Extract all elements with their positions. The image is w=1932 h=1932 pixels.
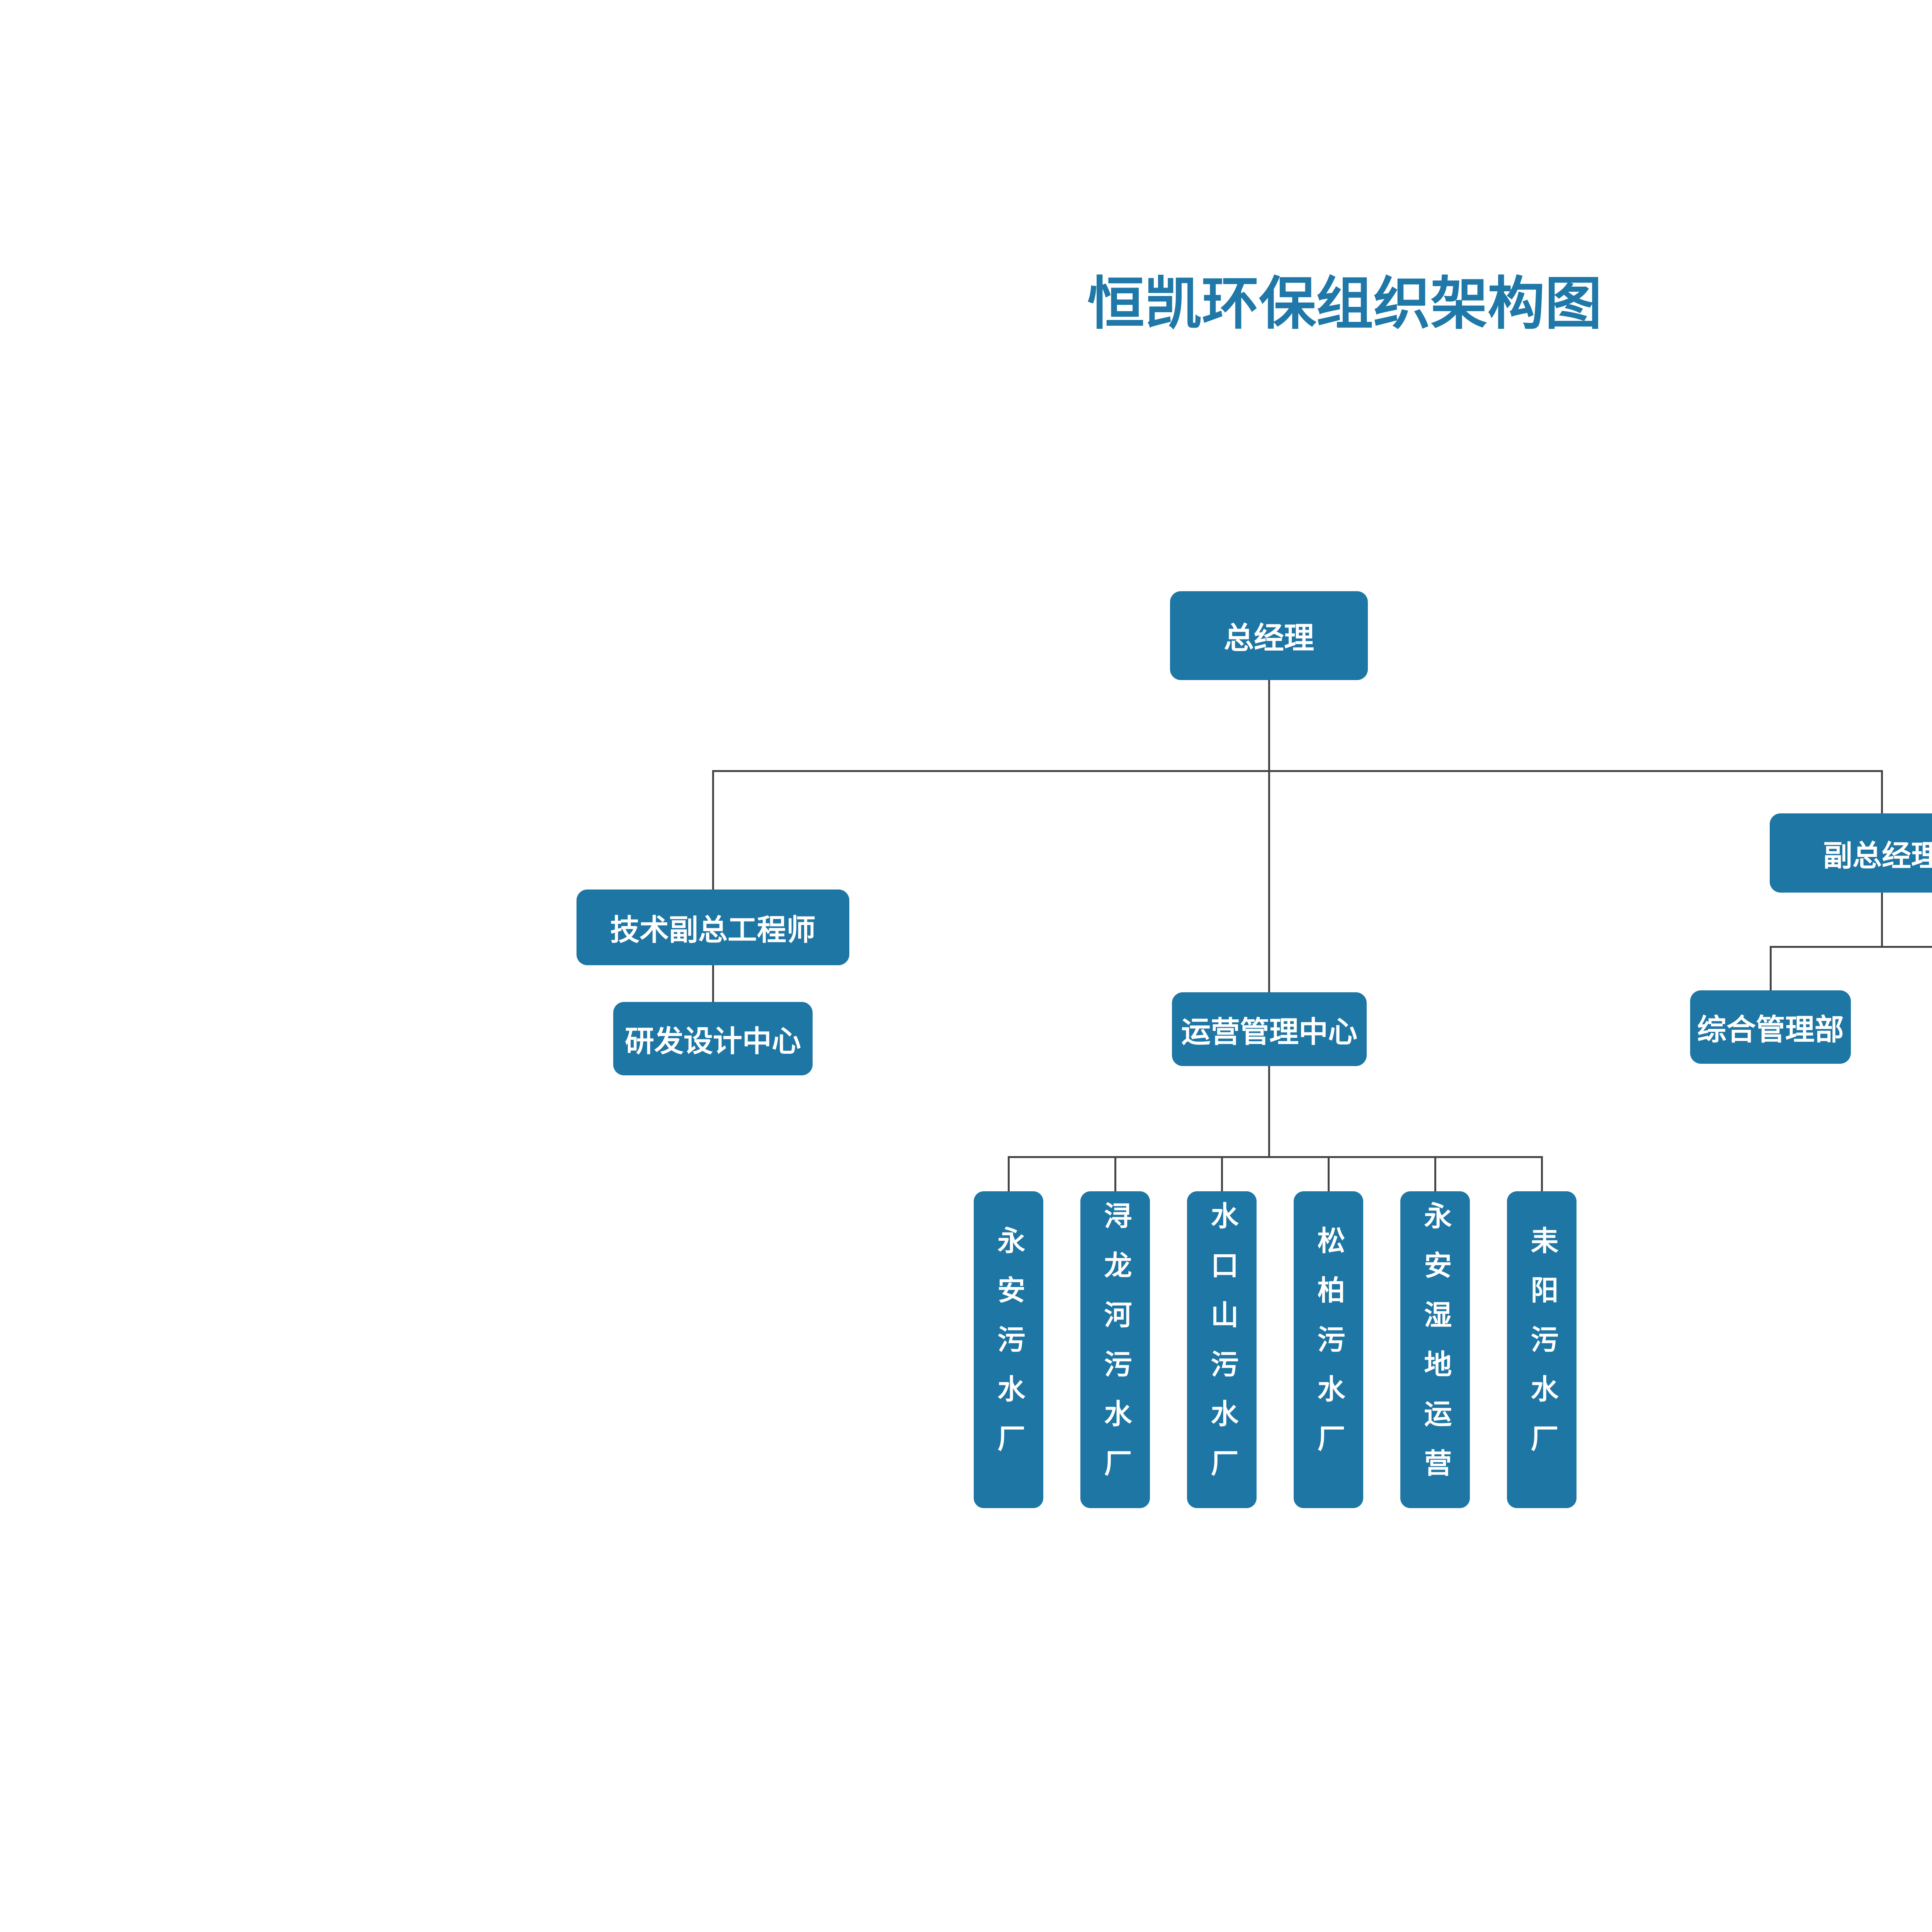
org-node-deputy-general-manager[interactable]: 副总经理 — [1770, 813, 1932, 893]
org-node-label: 松柏污水厂 — [1313, 1226, 1344, 1473]
org-node-operations-management-center[interactable]: 运营管理中心 — [1172, 992, 1367, 1066]
org-node-rd-design-center[interactable]: 研发设计中心 — [613, 1002, 813, 1075]
connector-center-drop — [1268, 771, 1270, 992]
org-node-leiyang-sewage-plant[interactable]: 耒阳污水厂 — [1507, 1191, 1577, 1508]
connector-admin-drop — [1770, 947, 1772, 990]
org-node-songbai-sewage-plant[interactable]: 松柏污水厂 — [1294, 1191, 1363, 1508]
org-node-xunlonghe-sewage-plant[interactable]: 浔龙河污水厂 — [1080, 1191, 1150, 1508]
org-node-label: 技术副总工程师 — [610, 914, 816, 947]
connector-left-drop — [712, 771, 714, 889]
connector-plant-drop-3 — [1221, 1157, 1223, 1191]
connector-right-rail — [1770, 946, 1932, 948]
org-node-yongan-wetland-operations[interactable]: 永安湿地运营 — [1400, 1191, 1470, 1508]
connector-plants-rail — [1008, 1156, 1543, 1158]
org-node-label: 永安湿地运营 — [1420, 1201, 1451, 1498]
org-node-label: 浔龙河污水厂 — [1100, 1201, 1131, 1498]
org-node-label: 运营管理中心 — [1181, 1015, 1357, 1049]
org-node-label: 副总经理 — [1823, 839, 1932, 872]
org-node-label: 总经理 — [1223, 621, 1314, 655]
connector-tech-to-rd — [712, 965, 714, 1002]
connector-plant-drop-2 — [1114, 1157, 1116, 1191]
org-node-yongan-sewage-plant[interactable]: 永安污水厂 — [974, 1191, 1043, 1508]
connector-right-drop — [1881, 771, 1883, 813]
connector-plant-drop-6 — [1541, 1157, 1543, 1191]
org-node-label: 耒阳污水厂 — [1526, 1226, 1557, 1473]
org-node-label: 综合管理部 — [1697, 1014, 1844, 1046]
connector-plant-drop-1 — [1008, 1157, 1010, 1191]
connector-main-rail — [712, 770, 1883, 772]
connector-root-drop — [1268, 680, 1270, 771]
org-node-label: 水口山污水厂 — [1206, 1201, 1237, 1498]
org-node-label: 永安污水厂 — [993, 1226, 1024, 1473]
connector-vgm-drop — [1881, 893, 1883, 947]
org-node-label: 研发设计中心 — [625, 1025, 801, 1058]
org-node-shuikoushan-sewage-plant[interactable]: 水口山污水厂 — [1187, 1191, 1257, 1508]
org-node-admin-management-dept[interactable]: 综合管理部 — [1690, 990, 1851, 1064]
connector-plant-drop-5 — [1434, 1157, 1436, 1191]
page-title: 恒凯环保组织架构图 — [1087, 272, 1602, 336]
org-node-general-manager[interactable]: 总经理 — [1170, 591, 1368, 680]
org-node-tech-deputy-chief-engineer[interactable]: 技术副总工程师 — [577, 889, 849, 965]
connector-plant-drop-4 — [1328, 1157, 1330, 1191]
connector-ops-drop — [1268, 1066, 1270, 1157]
